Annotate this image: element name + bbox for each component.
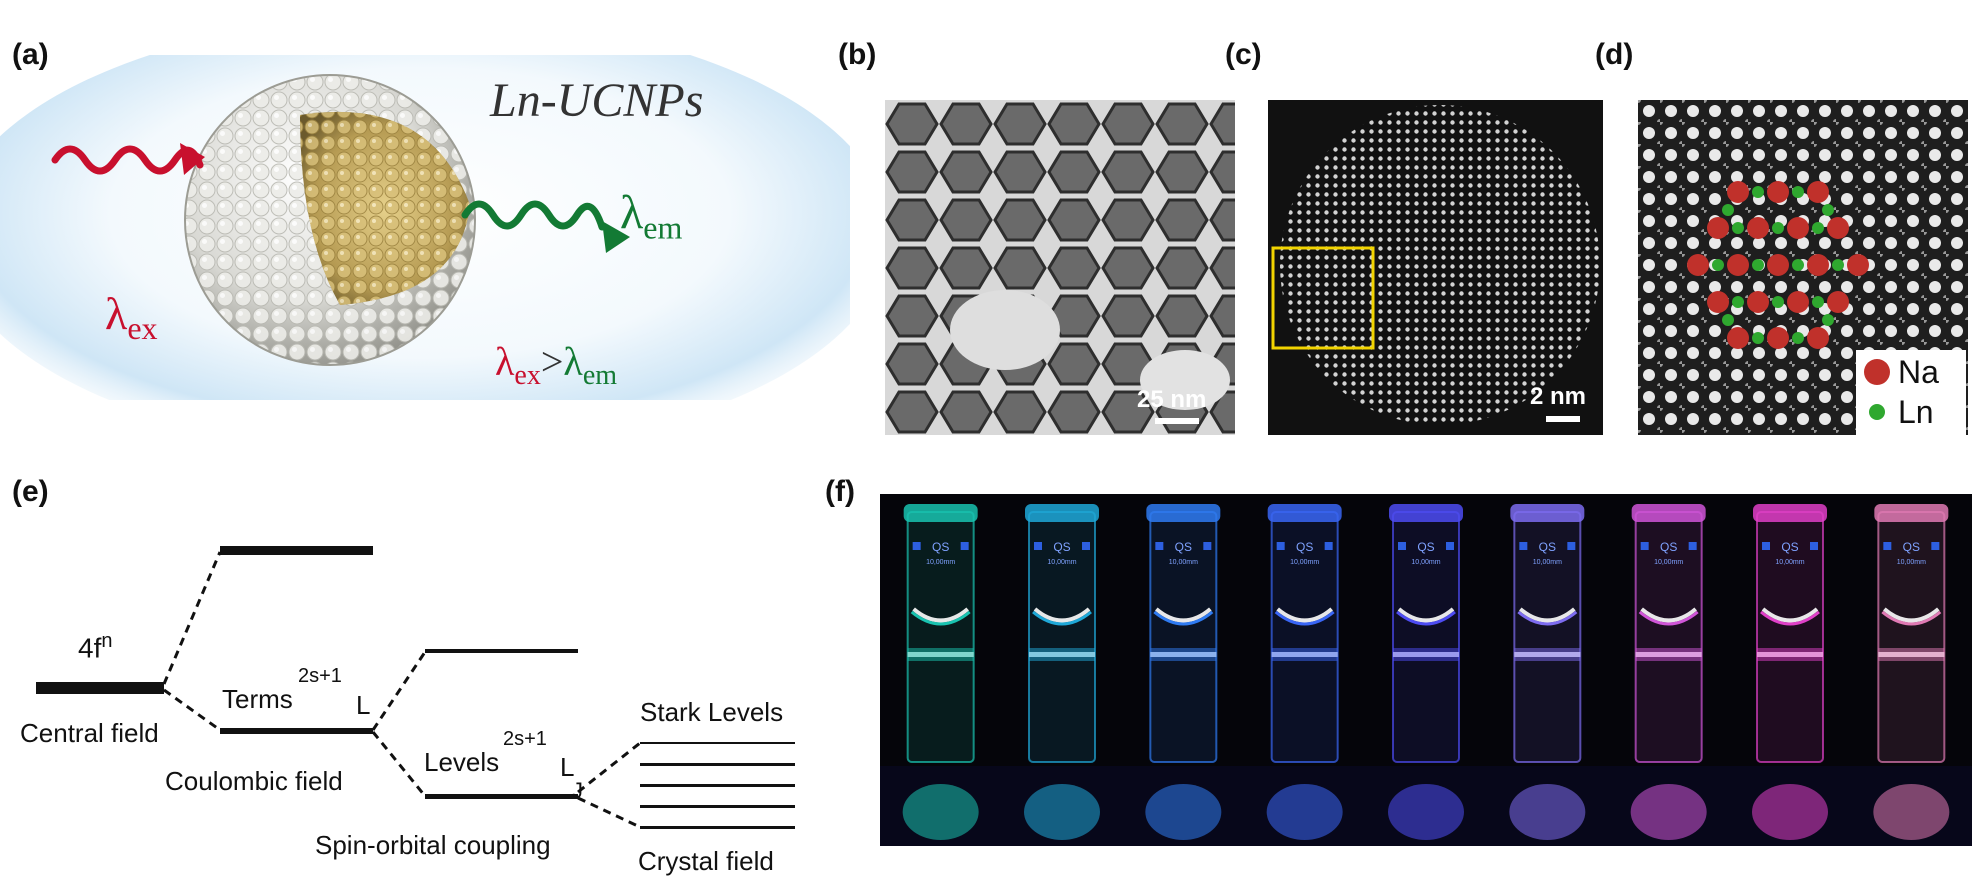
cuvette-brand-text: QS: [1660, 540, 1677, 554]
cuvette-path-text: 10,00mm: [1169, 559, 1198, 566]
excitation-wavelength-label: λex: [105, 287, 158, 347]
relation-lambda-ex: λ: [495, 339, 515, 384]
cuvette-brand-text: QS: [1781, 540, 1798, 554]
cuvette-path-text: 10,00mm: [1533, 559, 1562, 566]
em-subscript: em: [643, 209, 683, 246]
panel-d-lattice-zoom: Na Ln: [1638, 100, 1968, 435]
atom-overlay: [1687, 181, 1869, 349]
legend-ln-label: Ln: [1898, 394, 1934, 430]
panel-a-illustration: Ln-UCNPs λex λem λex>λem: [0, 55, 850, 400]
level-upper: [220, 546, 373, 555]
label-coulombic-field: Coulombic field: [165, 766, 343, 796]
label-terms: Terms: [222, 684, 293, 714]
cuvette-path-text: 10,00mm: [1047, 559, 1076, 566]
cuvette-5: QS 10,00mm: [1388, 504, 1464, 840]
cuvette-brand-text: QS: [1175, 540, 1192, 554]
cuvette-path-text: 10,00mm: [1411, 559, 1440, 566]
cuvette-path-text: 10,00mm: [1775, 559, 1804, 566]
panel-d-label: (d): [1595, 38, 1634, 71]
label-central-field: Central field: [20, 718, 159, 748]
label-crystal-field: Crystal field: [638, 846, 774, 876]
cuvette-1: QS 10,00mm: [902, 504, 979, 840]
cuvette-brand-text: QS: [1296, 540, 1313, 554]
relation-greater-than: >: [540, 339, 564, 384]
cuvette-9: QS 10,00mm: [1873, 504, 1950, 840]
level-j-lower: [425, 794, 578, 799]
panel-c-label: (c): [1225, 38, 1262, 71]
cuvette-brand-text: QS: [932, 540, 949, 554]
cuvette-path-text: 10,00mm: [1654, 559, 1683, 566]
level-j-upper: [425, 649, 578, 653]
atomic-lattice-image: [1268, 100, 1603, 435]
cuvette-brand-text: QS: [1903, 540, 1920, 554]
panel-a-label: (a): [12, 38, 49, 71]
panel-c-haadf-image: 2 nm: [1268, 100, 1603, 435]
panel-f-label: (f): [825, 475, 855, 508]
cuvette-6: QS 10,00mm: [1509, 504, 1586, 840]
nanoparticle-illustration: [0, 55, 850, 400]
cuvette-path-text: 10,00mm: [1897, 559, 1926, 566]
panel-b-label: (b): [838, 38, 877, 71]
panel-e-label: (e): [12, 475, 49, 508]
label-levels: Levels: [424, 747, 500, 777]
wavelength-relation: λex>λem: [495, 338, 617, 392]
cuvette-brand-text: QS: [1417, 540, 1434, 554]
panel-c-scale-text: 2 nm: [1530, 383, 1587, 410]
panel-b-scale-bar: [1155, 418, 1199, 424]
level-terms: [220, 728, 373, 734]
label-levels-J: J: [572, 778, 583, 803]
level-4fn: [36, 682, 164, 694]
emission-wavelength-label: λem: [620, 185, 682, 247]
cuvette-3: QS 10,00mm: [1145, 504, 1222, 840]
cuvette-4: QS 10,00mm: [1266, 504, 1343, 840]
legend-na-label: Na: [1898, 354, 1939, 390]
lambda-ex-symbol: λ: [105, 288, 128, 339]
ex-subscript: ex: [127, 310, 158, 347]
cuvette-8: QS 10,00mm: [1752, 504, 1828, 840]
energy-level-diagram: [36, 546, 795, 829]
panel-b-tem-image: 25 nm: [885, 100, 1235, 435]
label-spin-orbital: Spin-orbital coupling: [315, 830, 551, 860]
panel-b-scale-text: 25 nm: [1137, 386, 1207, 413]
panel-f-cuvette-photo: QS 10,00mm QS 10,00mm QS 10,00mm QS 10,00mm QS 10…: [880, 494, 1972, 846]
fn-base: 4f: [78, 632, 102, 664]
fn-superscript: n: [101, 630, 113, 652]
cuvette-brand-text: QS: [1053, 540, 1070, 554]
relation-lambda-em: λ: [563, 339, 583, 384]
label-4fn: 4fn: [78, 630, 112, 664]
label-terms-sup: 2s+1: [298, 665, 342, 687]
cuvette-7: QS 10,00mm: [1630, 504, 1707, 840]
cuvette-brand-text: QS: [1539, 540, 1556, 554]
lambda-em-symbol: λ: [620, 186, 644, 239]
label-terms-L: L: [356, 690, 371, 720]
cuvette-2: QS 10,00mm: [1024, 504, 1100, 840]
ucnp-title: Ln-UCNPs: [490, 74, 704, 127]
panel-c-scale-bar: [1546, 416, 1580, 422]
atom-legend: Na Ln: [1856, 350, 1966, 435]
cuvette-path-text: 10,00mm: [1290, 559, 1319, 566]
tem-nanoparticles: [885, 100, 1235, 435]
highlight-box: [1271, 246, 1375, 350]
label-levels-L: L: [560, 752, 575, 782]
cuvette-path-text: 10,00mm: [926, 559, 955, 566]
label-stark-levels: Stark Levels: [640, 697, 784, 727]
ln-legend-marker: [1869, 404, 1885, 420]
relation-em-sub: em: [582, 360, 618, 391]
label-levels-sup: 2s+1: [503, 728, 547, 750]
relation-ex-sub: ex: [514, 360, 541, 391]
cuvette-row: QS 10,00mm QS 10,00mm QS 10,00mm QS 10,00mm QS 10…: [880, 504, 1972, 846]
na-legend-marker: [1864, 359, 1890, 385]
